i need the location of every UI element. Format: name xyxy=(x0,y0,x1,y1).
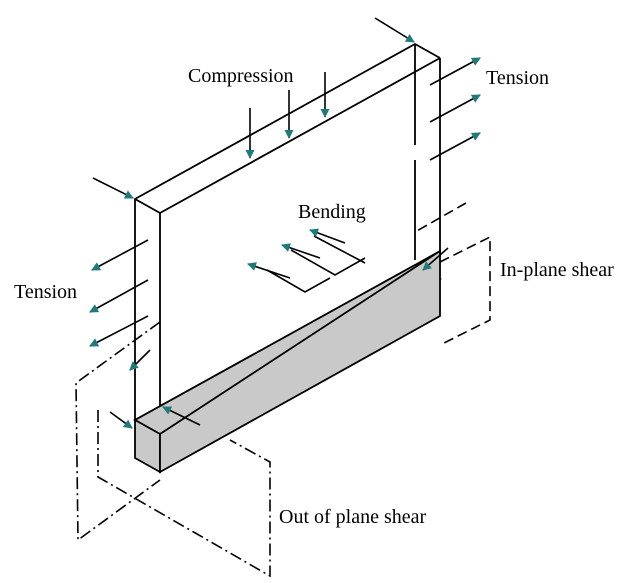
in-plane-shear-arrow xyxy=(422,247,449,271)
compression-arrows xyxy=(245,72,330,159)
compression-label: Compression xyxy=(188,65,294,87)
shear-arrow xyxy=(129,349,151,371)
wall-outline xyxy=(134,42,441,420)
out-of-plane-shear-label: Out of plane shear xyxy=(279,506,427,528)
in-plane-shear-plane xyxy=(414,202,491,346)
bending-arrow xyxy=(281,243,321,259)
left-shear-arrow xyxy=(92,177,134,199)
out-of-plane-shear-arrow xyxy=(109,411,133,429)
out-of-plane-shear-plane xyxy=(75,321,271,578)
tension-arrow xyxy=(89,279,149,313)
bending-arrow xyxy=(309,228,346,244)
tension-arrows-right xyxy=(429,57,481,161)
bending-arrow xyxy=(247,262,291,279)
bending-label: Bending xyxy=(298,201,366,223)
out-of-plane-shear-arrow xyxy=(162,406,201,426)
tension-arrow xyxy=(429,94,481,123)
tension-arrows-left xyxy=(89,239,149,347)
tension-label-left: Tension xyxy=(14,281,77,303)
bending-arrows xyxy=(247,228,346,279)
tension-arrow xyxy=(91,239,149,271)
tension-arrow xyxy=(89,315,149,347)
top-shear-arrow xyxy=(374,17,415,43)
bending-levers xyxy=(266,235,366,293)
base-strip xyxy=(133,249,442,474)
in-plane-shear-label: In-plane shear xyxy=(500,259,614,281)
tension-arrow xyxy=(429,57,481,86)
tension-label-right: Tension xyxy=(486,67,549,89)
shear-arrows xyxy=(92,17,449,429)
tension-arrow xyxy=(429,132,481,161)
